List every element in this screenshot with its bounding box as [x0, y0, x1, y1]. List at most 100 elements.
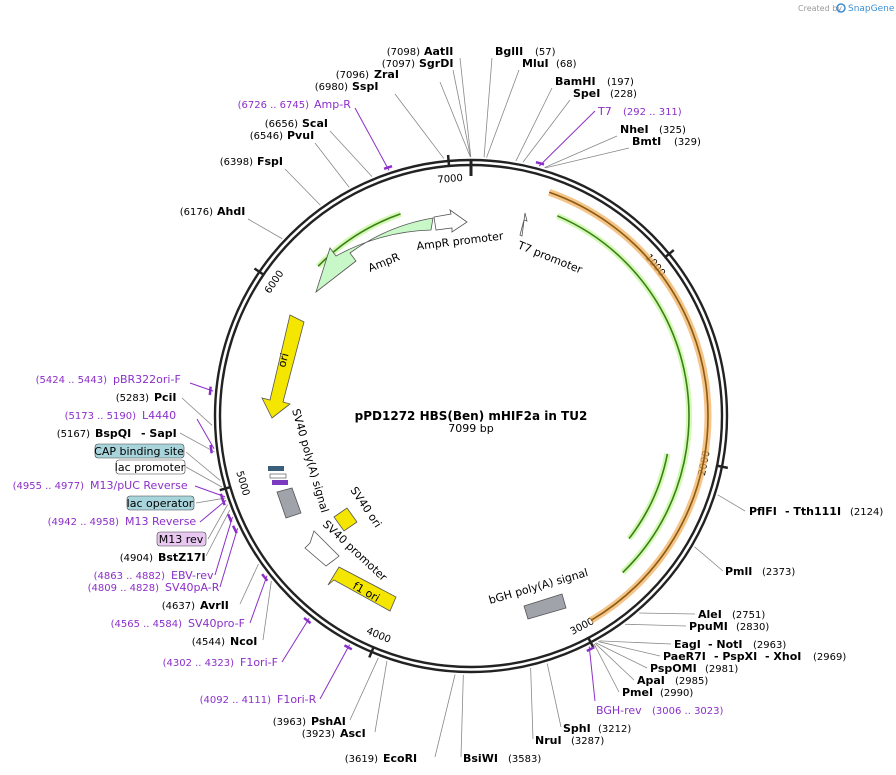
bgh-primer-label[interactable]: BGH-rev	[596, 704, 642, 717]
pvui-pos: (6546)	[250, 131, 283, 142]
ori-arrow	[261, 314, 305, 419]
paer7i-label[interactable]: PaeR7I	[663, 650, 706, 663]
lac-promoter-box[interactable]	[115, 459, 186, 475]
sspi-label[interactable]: SspI	[352, 80, 378, 93]
nrui-label[interactable]: NruI	[535, 734, 562, 747]
f1orir-primer-range: (4092 .. 4111)	[200, 695, 272, 706]
orf-arc-green-2-line	[628, 453, 669, 540]
avrii-pos: (4637)	[162, 601, 195, 612]
sgrdi-label[interactable]: SgrDI	[419, 57, 453, 70]
ecori-label[interactable]: EcoRI	[383, 752, 417, 765]
m13-rev-box[interactable]	[156, 531, 207, 547]
primer-leader-line	[219, 528, 239, 588]
spei-label[interactable]: SpeI	[573, 87, 600, 100]
feature-bgh-polya: bGH poly(A) signal	[487, 566, 590, 620]
tick-mark	[663, 249, 675, 259]
f1orif-primer-label[interactable]: F1ori-F	[240, 656, 278, 669]
xhoi-label[interactable]: - XhoI	[765, 650, 801, 663]
site-leader-line	[598, 641, 661, 657]
ahdi-label[interactable]: AhdI	[217, 205, 245, 218]
ebv-primer-label[interactable]: EBV-rev	[171, 569, 214, 582]
bamhi-label[interactable]: BamHI	[555, 75, 596, 88]
bgh-polya-label: bGH poly(A) signal	[487, 566, 589, 607]
sv40pa-primer-label[interactable]: SV40pA-R	[165, 581, 220, 594]
bsiwi-label[interactable]: BsiWI	[463, 752, 498, 765]
cap-binding-site-box[interactable]	[94, 443, 185, 459]
bmti-label[interactable]: BmtI	[632, 135, 661, 148]
bgh-primer-range: (3006 .. 3023)	[652, 706, 724, 717]
bspqi-label[interactable]: BspQI	[95, 427, 131, 440]
site-leader-line	[195, 497, 226, 504]
primer-leader-line	[249, 575, 268, 624]
pshai-label[interactable]: PshAI	[311, 715, 346, 728]
pmei-label[interactable]: PmeI	[622, 686, 653, 699]
site-leader-line	[314, 142, 350, 188]
f1orir-primer-label[interactable]: F1ori-R	[277, 693, 317, 706]
site-leader-line	[434, 674, 456, 758]
nhei-label[interactable]: NheI	[620, 123, 649, 136]
tth111i-label[interactable]: - Tth111I	[785, 505, 841, 518]
site-leader-line	[374, 660, 388, 733]
orf-arc-green-line	[557, 215, 690, 574]
feature-amp-r: AmpR	[315, 217, 434, 294]
bstz17i-label[interactable]: BstZ17I	[158, 551, 206, 564]
noti-label[interactable]: - NotI	[708, 638, 743, 651]
t7-primer-range: (292 .. 311)	[623, 107, 682, 118]
lac-operator-label: lac operator	[127, 497, 194, 510]
amp-r-primer-label[interactable]: Amp-R	[314, 98, 351, 111]
primer-leader-line	[196, 418, 215, 449]
site-leader-line	[459, 57, 472, 158]
cap-site-mark	[268, 466, 284, 471]
site-leader-line	[624, 623, 687, 627]
pcii-label[interactable]: PciI	[154, 391, 176, 404]
scai-label[interactable]: ScaI	[302, 117, 328, 130]
site-leader-line	[205, 509, 231, 557]
lac-operator-box[interactable]	[126, 495, 195, 511]
tick-mark	[253, 267, 266, 277]
primer-binding-mark	[208, 386, 212, 396]
tick-mark	[219, 485, 232, 492]
orf-arc-amp-line	[317, 213, 401, 267]
site-leader-line	[544, 135, 618, 169]
feature-sv40-ori: SV40 ori	[333, 484, 384, 532]
bglii-label[interactable]: BglII	[495, 45, 523, 58]
ncoi-label[interactable]: NcoI	[230, 635, 257, 648]
eagi-label[interactable]: EagI	[674, 638, 701, 651]
pflfi-label[interactable]: PflFI	[749, 505, 777, 518]
m13puc-primer-label[interactable]: M13/pUC Reverse	[90, 479, 188, 492]
tick-mark	[446, 154, 451, 168]
pshai-pos: (3963)	[273, 717, 306, 728]
t7-primer-label[interactable]: T7	[597, 105, 612, 118]
pmli-label[interactable]: PmlI	[725, 565, 752, 578]
ppumi-label[interactable]: PpuMI	[689, 620, 728, 633]
primer-binding-mark	[209, 444, 213, 454]
sv40pro-primer-label[interactable]: SV40pro-F	[188, 617, 245, 630]
mlui-label[interactable]: MluI	[522, 57, 549, 70]
l4440-primer-range: (5173 .. 5190)	[65, 411, 137, 422]
avrii-label[interactable]: AvrII	[200, 599, 229, 612]
sapi-label[interactable]: - SapI	[141, 427, 177, 440]
pbr322-primer-label[interactable]: pBR322ori-F	[113, 373, 181, 386]
primer-leader-line	[588, 646, 596, 702]
site-leader-line	[530, 668, 534, 740]
ahdi-pos: (6176)	[180, 207, 213, 218]
site-leader-line	[247, 218, 283, 240]
alei-label[interactable]: AleI	[698, 608, 722, 621]
m13rev-primer-label[interactable]: M13 Reverse	[125, 515, 196, 528]
pspxi-label[interactable]: - PspXI	[714, 650, 757, 663]
nhei-pos: (325)	[659, 125, 686, 136]
zrai-label[interactable]: ZraI	[374, 68, 399, 81]
plasmid-name: pPD1272 HBS(Ben) mHIF2a in TU2	[355, 409, 588, 423]
l4440-primer-label[interactable]: L4440	[142, 409, 176, 422]
apai-label[interactable]: ApaI	[637, 674, 665, 687]
primer-binding-mark	[231, 525, 238, 534]
site-leader-line	[599, 640, 672, 645]
aatii-label[interactable]: AatII	[424, 45, 453, 58]
asci-label[interactable]: AscI	[340, 727, 366, 740]
fspi-label[interactable]: FspI	[257, 155, 283, 168]
pvui-label[interactable]: PvuI	[287, 129, 314, 142]
bspqi-pos: (5167)	[57, 429, 90, 440]
pspomi-label[interactable]: PspOMI	[650, 662, 697, 675]
m13-rev-label: M13 rev	[159, 533, 204, 546]
sphi-label[interactable]: SphI	[563, 722, 591, 735]
